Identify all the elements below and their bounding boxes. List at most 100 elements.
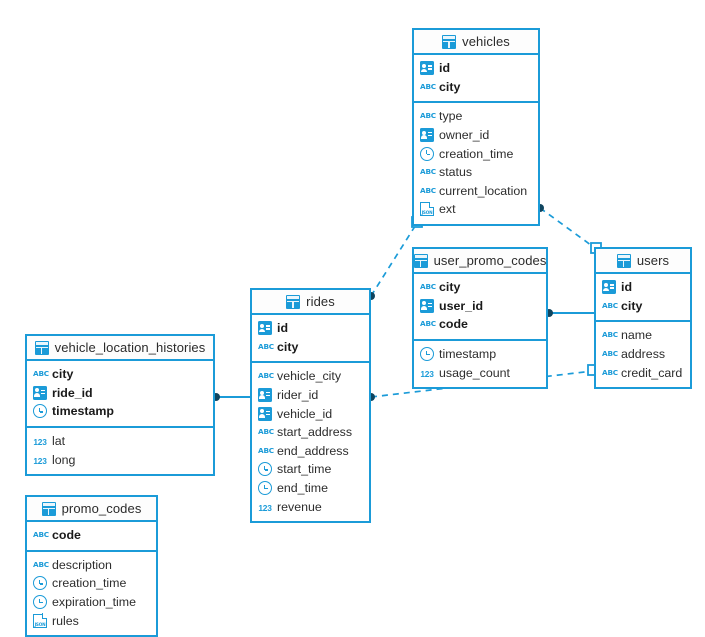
column-label: rules [52,613,79,628]
table-name: promo_codes [61,501,142,516]
column-row[interactable]: creation_time [27,574,156,593]
table-header[interactable]: users [596,249,690,274]
abc-text-icon: ABC [420,185,436,195]
primary-key-row[interactable]: timestamp [27,402,213,421]
id-card-icon [420,128,434,143]
json-document-icon [33,613,48,628]
primary-key-row[interactable]: user_id [414,297,546,316]
column-label: address [621,347,666,362]
clock-icon [258,481,272,496]
column-label: vehicle_id [277,406,333,421]
column-label: timestamp [439,347,497,362]
column-row[interactable]: start_time [252,460,369,479]
column-label: type [439,109,463,124]
relationship-line [539,207,596,249]
primary-key-row[interactable]: id [596,278,690,297]
column-label: city [52,367,74,382]
column-row[interactable]: rules [27,611,156,630]
column-label: code [52,528,81,543]
abc-text-icon: ABC [258,341,274,351]
table-grid-icon [413,253,428,268]
column-label: start_time [277,462,332,477]
column-label: city [439,280,461,295]
column-label: timestamp [52,404,114,419]
column-label: city [439,79,461,94]
column-row[interactable]: vehicle_id [252,404,369,423]
table-header[interactable]: user_promo_codes [413,249,547,274]
primary-key-row[interactable]: id [252,319,369,338]
table-header[interactable]: rides [252,290,369,315]
table-grid-icon [616,253,631,268]
clock-icon [33,576,47,591]
abc-text-icon: ABC [602,367,618,377]
column-label: current_location [439,183,528,198]
abc-text-icon: ABC [258,445,274,455]
column-label: long [52,452,76,467]
column-row[interactable]: expiration_time [27,593,156,612]
table-grid-icon [442,34,457,49]
column-label: creation_time [439,146,514,161]
column-row[interactable]: creation_time [414,144,538,163]
column-row[interactable]: ext [414,200,538,219]
primary-key-row[interactable]: id [414,59,538,78]
column-label: status [439,165,473,180]
column-row[interactable]: end_time [252,479,369,498]
abc-text-icon: ABC [602,330,618,340]
table-name: vehicles [462,34,510,49]
column-row[interactable]: timestamp [414,345,546,364]
column-label: revenue [277,499,322,514]
table-header[interactable]: vehicle_location_histories [27,336,213,361]
primary-key-row[interactable]: ride_id [27,384,213,403]
table-header[interactable]: promo_codes [27,497,156,522]
table-grid-icon [34,340,49,355]
column-label: start_address [277,425,353,440]
column-row[interactable]: owner_id [414,126,538,145]
abc-text-icon: ABC [420,81,436,91]
table-name: user_promo_codes [433,253,547,268]
abc-text-icon: ABC [420,319,436,329]
id-card-icon [258,388,272,403]
table-header[interactable]: vehicles [414,30,538,55]
table-grid-icon [41,501,56,516]
abc-text-icon: ABC [420,167,436,177]
column-label: usage_count [439,365,510,380]
column-row[interactable]: rider_id [252,386,369,405]
abc-text-icon: ABC [258,371,274,381]
column-label: expiration_time [52,595,137,610]
table-name: vehicle_location_histories [54,340,206,355]
